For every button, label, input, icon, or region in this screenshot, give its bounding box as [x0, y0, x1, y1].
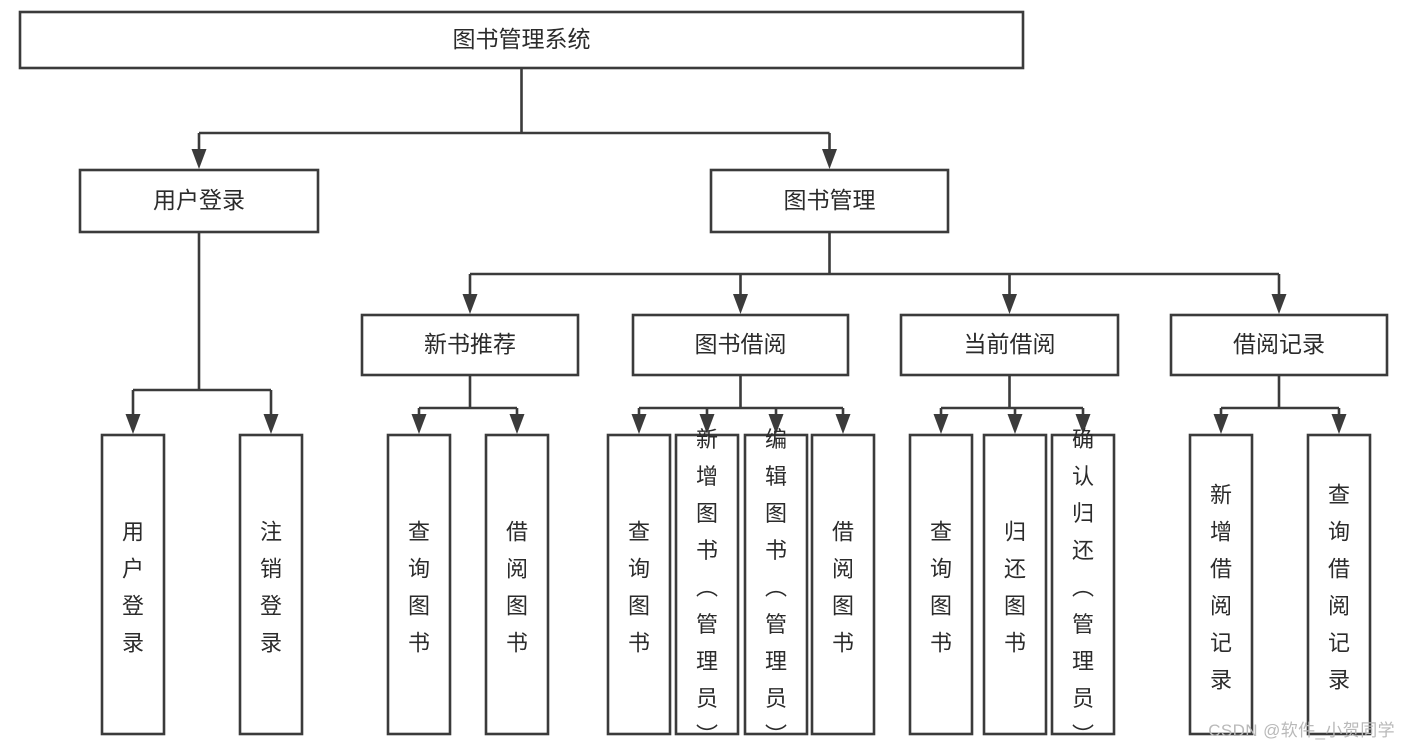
node-leaf-query-book-cur[interactable]: 查询图书: [908, 433, 974, 736]
arrow-head-current-borrow-to-leaf-confirm-return-admin: [1075, 414, 1091, 434]
node-leaf-borrow-book-rec[interactable]: 借阅图书: [484, 433, 550, 736]
arrow-head-book-manage-to-current-borrow: [1002, 294, 1017, 314]
nodes-layer: 图书管理系统用户登录图书管理新书推荐图书借阅当前借阅借阅记录用户登录注销登录查询…: [18, 10, 1389, 747]
arrow-head-book-borrow-to-leaf-add-book-admin: [699, 414, 715, 434]
arrow-head-new-book-rec-to-leaf-query-book-rec: [411, 414, 427, 434]
node-box-leaf-add-book-admin[interactable]: [674, 433, 740, 736]
node-leaf-user-login[interactable]: 用户登录: [100, 433, 166, 736]
arrow-head-book-borrow-to-leaf-borrow-book-bw: [835, 414, 851, 434]
node-label-book-borrow: 图书借阅: [695, 331, 787, 357]
node-box-root[interactable]: [18, 10, 1025, 70]
node-box-current-borrow[interactable]: [899, 313, 1120, 377]
node-label-leaf-query-book-bw: 查询图书: [628, 519, 650, 655]
node-box-leaf-edit-book-admin[interactable]: [743, 433, 809, 736]
node-label-leaf-confirm-return-admin: 确认归还︵管理员︶: [1072, 427, 1094, 747]
node-label-borrow-record: 借阅记录: [1233, 331, 1325, 357]
arrow-head-borrow-record-to-leaf-query-borrow-record: [1331, 414, 1347, 434]
node-box-leaf-user-login[interactable]: [100, 433, 166, 736]
node-label-leaf-query-borrow-record: 查询借阅记录: [1328, 482, 1350, 692]
arrow-head-root-to-book-manage: [822, 149, 837, 169]
node-current-borrow[interactable]: 当前借阅: [899, 313, 1120, 377]
node-label-new-book-rec: 新书推荐: [424, 331, 516, 357]
node-label-leaf-add-borrow-record: 新增借阅记录: [1210, 482, 1232, 692]
node-book-manage[interactable]: 图书管理: [709, 168, 950, 234]
node-root[interactable]: 图书管理系统: [18, 10, 1025, 70]
node-label-leaf-return-book: 归还图书: [1004, 519, 1026, 655]
arrow-head-user-login-to-leaf-user-logout: [263, 414, 279, 434]
arrow-head-root-to-user-login: [191, 149, 207, 169]
arrow-head-book-borrow-to-leaf-edit-book-admin: [768, 414, 784, 434]
arrow-head-book-manage-to-new-book-rec: [462, 294, 478, 314]
node-box-user-login[interactable]: [78, 168, 320, 234]
node-label-leaf-query-book-rec: 查询图书: [408, 519, 430, 655]
node-box-leaf-return-book[interactable]: [982, 433, 1048, 736]
node-label-leaf-borrow-book-bw: 借阅图书: [832, 519, 854, 655]
node-new-book-rec[interactable]: 新书推荐: [360, 313, 580, 377]
node-box-leaf-query-book-cur[interactable]: [908, 433, 974, 736]
node-label-leaf-user-login: 用户登录: [122, 519, 144, 655]
node-label-root: 图书管理系统: [453, 26, 591, 52]
node-leaf-borrow-book-bw[interactable]: 借阅图书: [810, 433, 876, 736]
node-leaf-query-book-bw[interactable]: 查询图书: [606, 433, 672, 736]
node-leaf-add-borrow-record[interactable]: 新增借阅记录: [1188, 433, 1254, 736]
arrow-head-current-borrow-to-leaf-query-book-cur: [933, 414, 949, 434]
node-leaf-query-book-rec[interactable]: 查询图书: [386, 433, 452, 736]
node-box-leaf-query-borrow-record[interactable]: [1306, 433, 1372, 736]
node-label-current-borrow: 当前借阅: [964, 331, 1056, 357]
node-box-leaf-confirm-return-admin[interactable]: [1050, 433, 1116, 736]
node-borrow-record[interactable]: 借阅记录: [1169, 313, 1389, 377]
arrow-head-new-book-rec-to-leaf-borrow-book-rec: [509, 414, 525, 434]
node-label-leaf-user-logout: 注销登录: [260, 519, 282, 655]
node-label-user-login: 用户登录: [153, 187, 245, 213]
node-box-book-borrow[interactable]: [631, 313, 850, 377]
node-box-borrow-record[interactable]: [1169, 313, 1389, 377]
node-box-leaf-query-book-rec[interactable]: [386, 433, 452, 736]
arrow-head-book-manage-to-borrow-record: [1271, 294, 1287, 314]
node-box-leaf-query-book-bw[interactable]: [606, 433, 672, 736]
node-leaf-user-logout[interactable]: 注销登录: [238, 433, 304, 736]
arrow-head-user-login-to-leaf-user-login: [125, 414, 141, 434]
arrow-head-borrow-record-to-leaf-add-borrow-record: [1213, 414, 1229, 434]
node-leaf-query-borrow-record[interactable]: 查询借阅记录: [1306, 433, 1372, 736]
node-user-login[interactable]: 用户登录: [78, 168, 320, 234]
node-box-leaf-borrow-book-rec[interactable]: [484, 433, 550, 736]
arrow-head-book-manage-to-book-borrow: [733, 294, 748, 314]
node-box-leaf-borrow-book-bw[interactable]: [810, 433, 876, 736]
node-label-leaf-query-book-cur: 查询图书: [930, 519, 952, 655]
node-box-leaf-user-logout[interactable]: [238, 433, 304, 736]
node-leaf-edit-book-admin[interactable]: 编辑图书︵管理员︶: [743, 427, 809, 747]
node-book-borrow[interactable]: 图书借阅: [631, 313, 850, 377]
node-label-book-manage: 图书管理: [784, 187, 876, 213]
node-label-leaf-edit-book-admin: 编辑图书︵管理员︶: [765, 427, 787, 747]
node-box-book-manage[interactable]: [709, 168, 950, 234]
node-box-new-book-rec[interactable]: [360, 313, 580, 377]
node-box-leaf-add-borrow-record[interactable]: [1188, 433, 1254, 736]
node-leaf-confirm-return-admin[interactable]: 确认归还︵管理员︶: [1050, 427, 1116, 747]
node-label-leaf-add-book-admin: 新增图书︵管理员︶: [696, 427, 718, 747]
node-label-leaf-borrow-book-rec: 借阅图书: [506, 519, 528, 655]
node-leaf-add-book-admin[interactable]: 新增图书︵管理员︶: [674, 427, 740, 747]
arrow-head-current-borrow-to-leaf-return-book: [1007, 414, 1023, 434]
arrow-head-book-borrow-to-leaf-query-book-bw: [631, 414, 647, 434]
node-leaf-return-book[interactable]: 归还图书: [982, 433, 1048, 736]
connectors-layer: [125, 68, 1347, 434]
